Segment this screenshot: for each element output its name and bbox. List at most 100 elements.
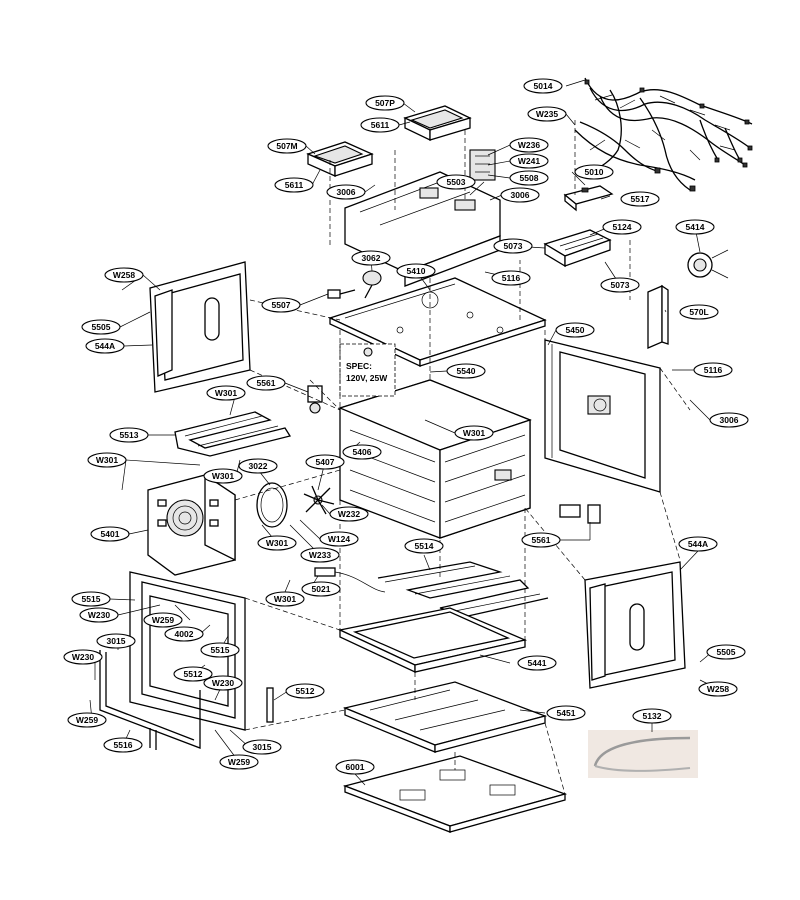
svg-text:5414: 5414 <box>686 222 705 232</box>
callout-5014: 5014 <box>523 78 563 94</box>
callout-5503: 5503 <box>436 174 476 190</box>
svg-text:3022: 3022 <box>249 461 268 471</box>
svg-text:3015: 3015 <box>253 742 272 752</box>
gasket-photo-5132 <box>588 730 698 778</box>
callout-w301-fan: W301 <box>257 535 297 551</box>
callout-3062: 3062 <box>351 250 391 266</box>
callout-5414: 5414 <box>675 219 715 235</box>
callout-w230-left: W230 <box>63 649 103 665</box>
svg-text:5116: 5116 <box>502 273 521 283</box>
svg-text:5540: 5540 <box>457 366 476 376</box>
svg-text:W259: W259 <box>76 715 98 725</box>
callout-3006-bracket: 3006 <box>500 187 540 203</box>
spec-line-1: SPEC: <box>346 361 372 371</box>
svg-text:3006: 3006 <box>511 190 530 200</box>
svg-text:5512: 5512 <box>296 686 315 696</box>
callout-w233: W233 <box>300 547 340 563</box>
callout-w258-bottom: W258 <box>698 681 738 697</box>
callout-3022: 3022 <box>238 458 278 474</box>
callout-5410: 5410 <box>396 263 436 279</box>
callout-w259-bottom: W259 <box>219 754 259 770</box>
callout-5611-left: 5611 <box>274 177 314 193</box>
svg-text:W301: W301 <box>266 538 288 548</box>
svg-text:5514: 5514 <box>415 541 434 551</box>
svg-text:W241: W241 <box>518 156 540 166</box>
callout-5611-top: 5611 <box>360 117 400 133</box>
svg-text:W301: W301 <box>274 594 296 604</box>
svg-text:5561: 5561 <box>532 535 551 545</box>
svg-text:W258: W258 <box>113 270 135 280</box>
base-6001 <box>342 755 568 833</box>
callout-544a-bottom: 544A <box>678 536 718 552</box>
svg-text:3006: 3006 <box>720 415 739 425</box>
callout-5073-left: 5073 <box>493 238 533 254</box>
svg-text:507M: 507M <box>276 141 297 151</box>
callout-5116-right: 5116 <box>693 362 733 378</box>
svg-text:5406: 5406 <box>353 447 372 457</box>
svg-text:W301: W301 <box>96 455 118 465</box>
relay-5124 <box>543 229 612 268</box>
callout-w124: W124 <box>319 531 359 547</box>
svg-text:W258: W258 <box>707 684 729 694</box>
callout-5073-right: 5073 <box>600 277 640 293</box>
svg-text:5451: 5451 <box>557 708 576 718</box>
svg-text:5515: 5515 <box>211 645 230 655</box>
convection-cover-5401 <box>147 473 236 576</box>
svg-text:5014: 5014 <box>534 81 553 91</box>
callout-5124: 5124 <box>602 219 642 235</box>
wire-harness <box>574 77 753 192</box>
callout-w241: W241 <box>509 153 549 169</box>
svg-text:W230: W230 <box>72 652 94 662</box>
pcb-5517 <box>563 185 614 212</box>
thermal-fuse-5021 <box>314 567 386 593</box>
callout-5401: 5401 <box>90 526 130 542</box>
callout-5516: 5516 <box>103 737 143 753</box>
callout-5507: 5507 <box>261 297 301 313</box>
callout-5514: 5514 <box>404 538 444 554</box>
callout-3015-top: 3015 <box>96 633 136 649</box>
callout-5513: 5513 <box>109 427 149 443</box>
svg-text:W235: W235 <box>536 109 558 119</box>
callout-w235: W235 <box>527 106 567 122</box>
svg-text:W259: W259 <box>228 757 250 767</box>
svg-text:4002: 4002 <box>175 629 194 639</box>
duct-570l <box>647 284 669 349</box>
callout-507p: 507P <box>365 95 405 111</box>
svg-text:5407: 5407 <box>316 457 335 467</box>
svg-text:5124: 5124 <box>613 222 632 232</box>
callout-w259-top: W259 <box>143 612 183 628</box>
svg-text:W301: W301 <box>212 471 234 481</box>
callout-5540: 5540 <box>446 363 486 379</box>
svg-text:5021: 5021 <box>312 584 331 594</box>
callout-544a-top: 544A <box>85 338 125 354</box>
svg-text:5611: 5611 <box>371 120 390 130</box>
svg-text:5561: 5561 <box>257 378 276 388</box>
callout-507m: 507M <box>267 138 307 154</box>
cover-plate-507m <box>306 141 374 178</box>
svg-text:5512: 5512 <box>184 669 203 679</box>
callout-w301-bottom: W301 <box>265 591 305 607</box>
control-bracket <box>344 149 501 287</box>
callout-5508: 5508 <box>509 170 549 186</box>
callout-3015-bottom: 3015 <box>242 739 282 755</box>
svg-text:5401: 5401 <box>101 529 120 539</box>
callout-5441: 5441 <box>517 655 557 671</box>
svg-text:5073: 5073 <box>504 241 523 251</box>
svg-text:5450: 5450 <box>566 325 585 335</box>
svg-text:W233: W233 <box>309 550 331 560</box>
callout-5450: 5450 <box>555 322 595 338</box>
callout-5515-left: 5515 <box>71 591 111 607</box>
side-panel-left <box>149 261 251 393</box>
callout-w230-right: W230 <box>203 675 243 691</box>
svg-text:3015: 3015 <box>107 636 126 646</box>
svg-text:W124: W124 <box>328 534 350 544</box>
callout-w301-center: W301 <box>203 468 243 484</box>
svg-text:3062: 3062 <box>362 253 381 263</box>
callout-w301-left: W301 <box>87 452 127 468</box>
callout-5505-top: 5505 <box>81 319 121 335</box>
callout-w259-left: W259 <box>67 712 107 728</box>
callout-w301-heater: W301 <box>206 385 246 401</box>
callout-5515-right: 5515 <box>200 642 240 658</box>
callout-5116-top: 5116 <box>491 270 531 286</box>
svg-text:W301: W301 <box>215 388 237 398</box>
